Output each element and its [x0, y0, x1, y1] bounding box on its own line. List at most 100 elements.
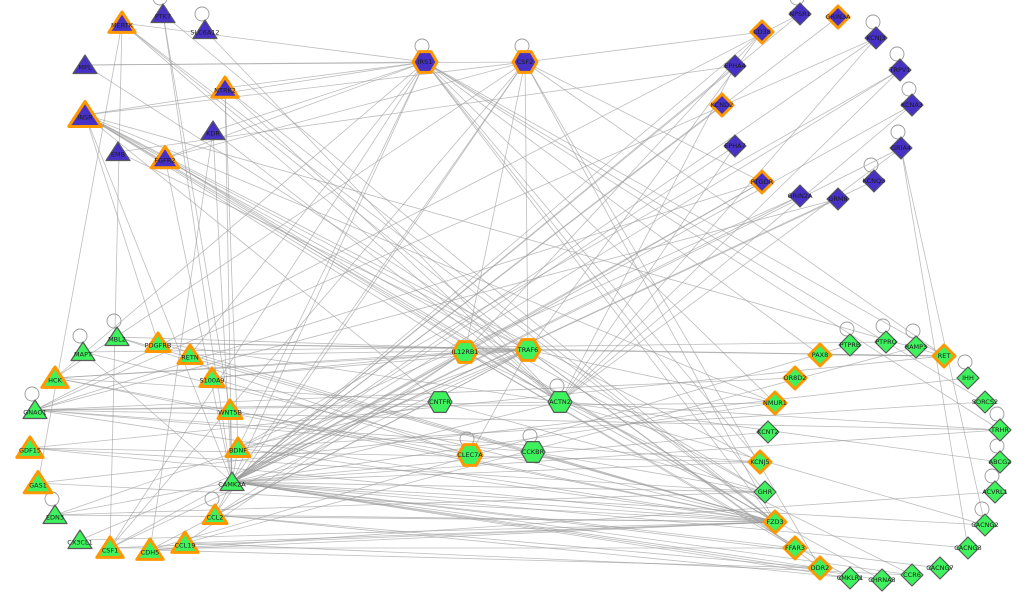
edge-CAMK2A-DDR2[interactable] [231, 481, 821, 569]
edge-CACNG3-GRIA4[interactable] [900, 147, 969, 549]
node-CNTFR[interactable]: CNTFR [427, 391, 453, 413]
edge-ACTN2-EPHA7[interactable] [559, 145, 736, 403]
diamond-shape-TRPV1[interactable] [888, 58, 912, 82]
edge-ACTN2-CAMK2A[interactable] [231, 401, 561, 483]
edge-CSF2-TRAF6[interactable] [524, 61, 529, 351]
diamond-shape-CACNG7[interactable] [928, 556, 952, 580]
edge-PTGDR-GNAO1[interactable] [34, 181, 763, 411]
edge-FZD3-CCL2[interactable] [214, 514, 776, 523]
edge-INSR-IL12RB1[interactable] [84, 114, 466, 353]
edge-ACVRL1-CDH5[interactable] [149, 491, 996, 551]
diamond-shape-FFAR3[interactable] [782, 535, 808, 561]
triangle-shape-CCL2[interactable] [201, 503, 229, 525]
diamond-shape-DDR2[interactable] [807, 555, 833, 581]
edge-KCNJ3-GNAO1[interactable] [34, 37, 877, 411]
diamond-shape-KCNQ3[interactable] [862, 169, 886, 193]
edge-CSF2-FZD3[interactable] [524, 61, 776, 523]
edge-ACTN2-TRPV1[interactable] [559, 69, 901, 403]
triangle-shape-FGFR2[interactable] [149, 145, 181, 170]
diamond-shape-PTPRB[interactable] [838, 333, 862, 357]
edge-ACTN2-KCNA3[interactable] [559, 104, 913, 403]
triangle-shape-SLC6A12[interactable] [192, 19, 218, 40]
triangle-shape-HCK[interactable] [40, 365, 70, 389]
edge-IRS1-CAMK2A[interactable] [231, 61, 426, 483]
edge-CAMK2A-KCNA3[interactable] [231, 104, 913, 483]
edge-CAMK2A-GRIA4[interactable] [231, 147, 902, 483]
diamond-shape-KCNA3[interactable] [900, 93, 924, 117]
edge-CSF2-CD38[interactable] [524, 31, 763, 63]
edge-FGFR2-IRS1[interactable] [164, 61, 426, 159]
edge-CNTFR-HCK[interactable] [54, 377, 441, 403]
edge-TRAF6-CX3CL1[interactable] [79, 349, 529, 541]
triangle-shape-MPL[interactable] [72, 54, 98, 75]
edge-GHR-EDN3[interactable] [54, 491, 766, 516]
edge-TRHR-GNAO1[interactable] [34, 409, 1001, 431]
edge-ACTN2-GRIA4[interactable] [559, 147, 902, 403]
edge-IL12RB1-CCR6[interactable] [464, 351, 913, 576]
edge-INSR-NMUR1[interactable] [84, 114, 776, 404]
diamond-shape-CHRNA3[interactable] [870, 568, 894, 592]
diamond-shape-OR8D2[interactable] [782, 365, 808, 391]
edge-CCR6-CCL19[interactable] [184, 542, 913, 576]
edge-ACTN2-ABCG2[interactable] [559, 401, 1001, 463]
edge-CACNG2-GRIA4[interactable] [900, 147, 986, 526]
diamond-shape-GHR[interactable] [753, 480, 777, 504]
diamond-shape-KCNJ3[interactable] [864, 26, 888, 50]
triangle-shape-EDN3[interactable] [42, 504, 68, 525]
diamond-shape-PAX8[interactable] [807, 342, 833, 368]
edge-MERTK-GAS1[interactable] [37, 22, 123, 484]
diamond-shape-EPHA7[interactable] [723, 134, 747, 158]
edge-TRAF6-GHR[interactable] [527, 349, 766, 493]
edge-CSF2-HCK[interactable] [54, 61, 526, 379]
edge-IRS1-CSF1[interactable] [109, 61, 426, 549]
edge-NTRK2-FZD3[interactable] [224, 87, 776, 523]
edge-CAMK2A-NPSR1[interactable] [231, 13, 801, 483]
edge-CAMK2A-CACNG7[interactable] [231, 481, 941, 569]
edge-FZD3-CCL19[interactable] [184, 521, 776, 544]
edge-BDNF-GRIN2A[interactable] [237, 195, 801, 449]
edge-FGFR2-CAMK2A[interactable] [164, 157, 233, 483]
hexagon-shape-CLEC7A[interactable] [456, 443, 484, 467]
edge-IL12RB1-CCL19[interactable] [184, 351, 466, 544]
hexagon-shape-CSF2[interactable] [511, 50, 539, 74]
edge-IRS1-RET[interactable] [424, 61, 945, 357]
edge-FGFR2-CSF2[interactable] [164, 61, 526, 159]
edge-TRAF6-CSF1[interactable] [109, 349, 529, 549]
edge-KDR-ACTN2[interactable] [212, 130, 561, 403]
edge-INSR-CNTFR[interactable] [84, 114, 441, 403]
edge-FZD3-HCK[interactable] [54, 377, 776, 523]
triangle-shape-PDGFRB[interactable] [144, 331, 172, 353]
diamond-shape-ABCG2[interactable] [988, 450, 1012, 474]
edge-MPL-TRAF6[interactable] [84, 64, 529, 351]
edge-NTRK2-IRS1[interactable] [224, 61, 426, 89]
diamond-shape-SORCS2[interactable] [973, 390, 997, 414]
node-CCKBR[interactable]: CCKBR [520, 441, 546, 463]
diamond-shape-GRM8[interactable] [826, 187, 850, 211]
edge-MERTK-CSF1[interactable] [109, 22, 123, 549]
edge-CAMK2A-NMUR1[interactable] [231, 402, 776, 483]
edge-FZD3-MAPT[interactable] [82, 351, 776, 523]
edge-CAMK2A-WNT5B[interactable] [229, 409, 233, 483]
edge-ACTN2-KCNJ3[interactable] [559, 37, 877, 403]
node-CLEC7A[interactable]: CLEC7A [456, 443, 484, 467]
edge-CAMK2A-KCNJ3[interactable] [231, 37, 877, 483]
edge-MERTK-FZD3[interactable] [121, 22, 776, 523]
edge-CLEC7A-S100A9[interactable] [211, 377, 471, 456]
triangle-shape-GAS1[interactable] [22, 470, 54, 495]
diamond-shape-GRIN2A[interactable] [788, 184, 812, 208]
edge-IL12RB1-CSF1[interactable] [109, 351, 466, 549]
edge-INSR-CSF2[interactable] [84, 61, 526, 116]
diamond-shape-KCNJ5[interactable] [747, 449, 773, 475]
diamond-shape-GRIN3A[interactable] [825, 4, 851, 30]
edge-MERTK-ACTN2[interactable] [121, 22, 561, 403]
triangle-shape-CX3CL1[interactable] [67, 529, 93, 550]
triangle-shape-CAMK2A[interactable] [219, 471, 245, 492]
edge-IRS1-GHR[interactable] [424, 61, 766, 493]
edge-SLC6A12-ACTN2[interactable] [204, 29, 561, 403]
edge-CAMK2A-MAPT[interactable] [82, 351, 233, 483]
edge-FGFR2-ACTN2[interactable] [164, 157, 561, 403]
triangle-shape-NTRK2[interactable] [210, 75, 240, 99]
diamond-shape-ACVRL1[interactable] [983, 480, 1007, 504]
edge-EMB-TRAF6[interactable] [117, 151, 529, 351]
edge-IL12RB1-CD38[interactable] [464, 31, 763, 353]
